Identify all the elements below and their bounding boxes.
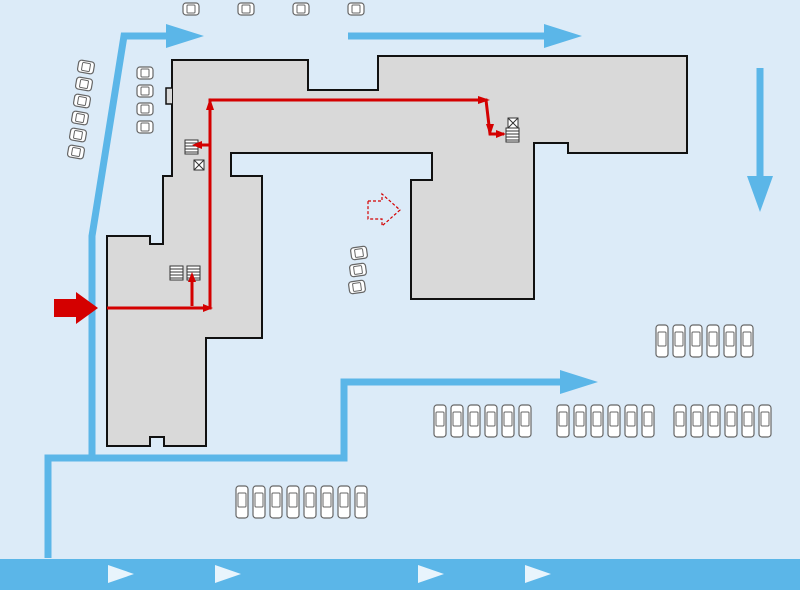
parked-car-icon <box>237 2 255 16</box>
stairs-icon <box>169 265 184 281</box>
road-arrowheads <box>166 24 773 394</box>
building-notch-left <box>165 87 172 105</box>
parked-car-icon <box>235 485 249 519</box>
parking-area-left-small <box>136 66 154 134</box>
parked-car-icon <box>641 404 655 438</box>
parked-car-icon <box>724 404 738 438</box>
road-bottom-connector <box>44 378 570 558</box>
parked-car-icon <box>76 59 96 75</box>
parked-car-icon <box>292 2 310 16</box>
parked-car-icon <box>723 324 737 358</box>
parked-car-icon <box>354 485 368 519</box>
parked-car-icon <box>433 404 447 438</box>
parked-car-icon <box>706 324 720 358</box>
parked-car-icon <box>484 404 498 438</box>
building <box>106 55 688 447</box>
traffic-direction-arrow-icon <box>560 370 598 394</box>
parked-car-icon <box>573 404 587 438</box>
parked-car-icon <box>337 485 351 519</box>
destination-arrow-icon <box>367 192 401 228</box>
parked-car-icon <box>607 404 621 438</box>
traffic-direction-arrow-icon <box>166 24 204 48</box>
elevator-icon <box>193 159 205 171</box>
route-arrowheads <box>188 96 506 312</box>
parked-car-icon <box>74 76 94 92</box>
stairs-icon <box>184 139 199 155</box>
roads <box>44 32 764 558</box>
parked-car-icon <box>689 324 703 358</box>
parked-car-icon <box>70 110 90 126</box>
parked-car-icon <box>269 485 283 519</box>
parked-car-icon <box>68 127 88 143</box>
parked-car-icon <box>136 120 154 134</box>
parked-car-icon <box>347 279 367 295</box>
parked-car-icon <box>136 102 154 116</box>
parked-car-icon <box>347 2 365 16</box>
entrance-arrow-icon <box>54 292 98 324</box>
parked-car-icon <box>556 404 570 438</box>
parked-car-icon <box>252 485 266 519</box>
parking-area-bottom-row <box>235 485 368 519</box>
parking-area-left-slanted <box>66 59 96 160</box>
parking-area-right-row-b <box>556 404 655 438</box>
parked-car-icon <box>655 324 669 358</box>
parking-area-right-row-a <box>433 404 532 438</box>
traffic-direction-arrow-icon <box>525 565 551 583</box>
parking-area-middle <box>347 245 369 295</box>
parked-car-icon <box>501 404 515 438</box>
parked-car-icon <box>690 404 704 438</box>
parked-car-icon <box>136 84 154 98</box>
parked-car-icon <box>136 66 154 80</box>
parked-car-icon <box>348 262 368 278</box>
parked-car-icon <box>450 404 464 438</box>
traffic-direction-arrow-icon <box>215 565 241 583</box>
parked-car-icon <box>758 404 772 438</box>
parked-car-icon <box>72 93 92 109</box>
parked-car-icon <box>673 404 687 438</box>
parked-car-icon <box>590 404 604 438</box>
traffic-direction-arrow-icon <box>747 176 773 212</box>
stairs-icon <box>505 127 520 143</box>
parked-car-icon <box>303 485 317 519</box>
parked-car-icon <box>349 245 369 261</box>
parked-car-icon <box>624 404 638 438</box>
elevator-icon <box>507 117 519 129</box>
parked-car-icon <box>518 404 532 438</box>
parked-car-icon <box>66 144 86 160</box>
parked-car-icon <box>182 2 200 16</box>
main-road <box>0 559 800 590</box>
parked-car-icon <box>672 324 686 358</box>
parked-car-icon <box>740 324 754 358</box>
parking-area-right-top-row <box>655 324 754 358</box>
parked-car-icon <box>741 404 755 438</box>
main-road-arrows <box>108 565 551 583</box>
parked-car-icon <box>320 485 334 519</box>
parked-car-icon <box>707 404 721 438</box>
road-left <box>88 32 170 460</box>
traffic-direction-arrow-icon <box>544 24 582 48</box>
parked-car-icon <box>467 404 481 438</box>
traffic-direction-arrow-icon <box>108 565 134 583</box>
traffic-direction-arrow-icon <box>418 565 444 583</box>
parking-area-top-row <box>182 2 365 16</box>
parked-car-icon <box>286 485 300 519</box>
parking-area-right-row-c <box>673 404 772 438</box>
